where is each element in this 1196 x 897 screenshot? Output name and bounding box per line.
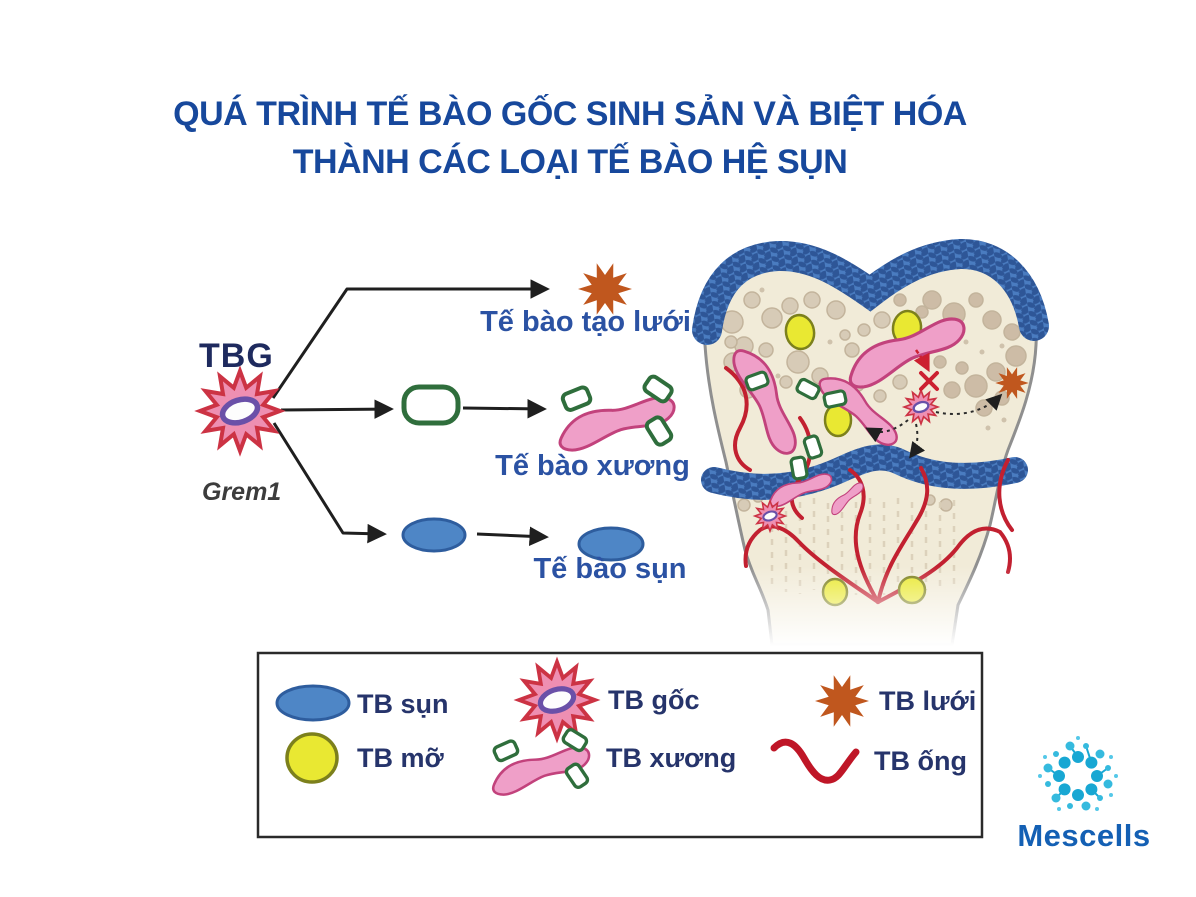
blocked-path-mark <box>913 349 939 391</box>
arrow-middle-2 <box>462 399 547 419</box>
brand-name: Mescells <box>1017 818 1151 853</box>
arrow-top-branch <box>271 279 550 399</box>
title-line-1: QUÁ TRÌNH TẾ BÀO GỐC SINH SẢN VÀ BIỆT HÓ… <box>173 95 967 133</box>
legend-label-reticular: TB lưới <box>879 686 977 716</box>
legend-tube-icon <box>770 738 860 784</box>
cartilage-cell-1 <box>401 517 467 553</box>
bone-cell-shape <box>556 373 678 453</box>
cartilage-cell-2 <box>577 526 645 562</box>
bone-illustration <box>688 239 1070 666</box>
differentiation-diagram <box>200 263 678 562</box>
legend-fat-icon <box>285 732 339 784</box>
branch-label-cartilage: Tế bào sụn <box>533 553 687 585</box>
legend-box <box>256 651 984 839</box>
legend-label-fat: TB mỡ <box>357 743 444 773</box>
legend-label-stem: TB gốc <box>608 685 700 715</box>
legend-label-bone: TB xương <box>606 743 737 773</box>
gene-label: Grem1 <box>202 478 282 506</box>
branch-label-reticular: Tế bào tạo lưới <box>480 306 691 338</box>
title-line-2: THÀNH CÁC LOẠI TẾ BÀO HỆ SỤN <box>292 143 848 181</box>
cell-ring-dots-icon <box>1038 736 1118 811</box>
branch-arrows <box>271 279 550 547</box>
stem-cell-label: TBG <box>199 337 274 375</box>
stem-cell-star <box>200 371 280 451</box>
growth-plate-band <box>701 444 1028 500</box>
bone-dashed-arrows <box>865 393 1003 459</box>
arrow-bottom-2 <box>476 526 549 547</box>
legend-cartilage-icon <box>275 684 351 722</box>
articular-cartilage-band <box>692 239 1049 345</box>
osteoprogenitor-rect <box>401 384 461 426</box>
page-title: QUÁ TRÌNH TẾ BÀO GỐC SINH SẢN VÀ BIỆT HÓ… <box>0 90 1140 186</box>
bone-bottom-fade <box>688 566 1070 666</box>
branch-label-bone: Tế bào xương <box>495 450 690 482</box>
legend-label-tube: TB ống <box>874 746 967 776</box>
legend-label-cartilage: TB sụn <box>357 689 449 719</box>
arrow-bottom-branch <box>272 422 387 544</box>
red-x-icon <box>919 371 939 391</box>
arrow-middle-branch <box>280 399 394 419</box>
